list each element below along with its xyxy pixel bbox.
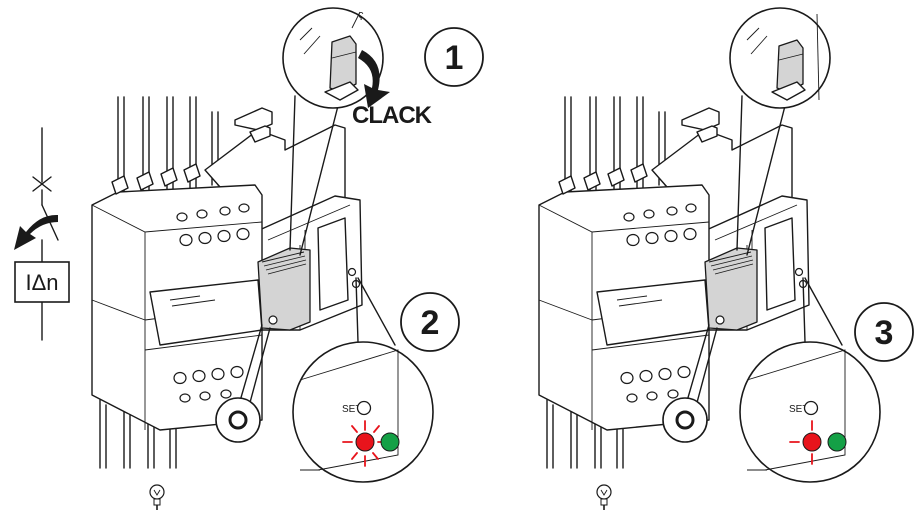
ring-indicator-callout xyxy=(215,324,271,443)
red-led-on xyxy=(789,420,822,465)
svg-text:ʕ: ʕ xyxy=(358,11,364,23)
set-label: SET xyxy=(789,404,808,415)
ring-indicator-icon xyxy=(675,410,695,430)
led-detail: SET xyxy=(292,277,434,483)
lightbulb-icon xyxy=(596,484,612,510)
press-arrow-icon xyxy=(358,50,390,108)
ring-indicator-icon xyxy=(228,410,248,430)
rcd-symbol: IΔn xyxy=(14,127,70,341)
lightbulb-icon xyxy=(149,484,165,510)
svg-text:1: 1 xyxy=(445,39,464,77)
panel-step-2: IΔn ʕ CLACK 1 xyxy=(14,7,484,510)
step-badge-2: 2 xyxy=(400,292,460,352)
green-led xyxy=(380,432,400,452)
idn-label: IΔn xyxy=(25,270,58,295)
detail-lever-locked xyxy=(729,7,831,256)
idn-box xyxy=(14,261,70,303)
red-led-blinking xyxy=(342,420,383,467)
set-led xyxy=(803,400,819,416)
clack-text: CLACK xyxy=(352,102,433,129)
ring-indicator-callout-2 xyxy=(662,324,718,443)
set-label: SET xyxy=(342,404,361,415)
green-led xyxy=(827,432,847,452)
step-badge-3: 3 xyxy=(854,302,914,362)
panel-step-3: SET xyxy=(538,7,914,510)
svg-text:3: 3 xyxy=(875,314,894,352)
led-detail-2: SET xyxy=(739,277,881,483)
svg-text:2: 2 xyxy=(421,304,440,342)
set-led xyxy=(356,400,372,416)
step-badge-1: 1 xyxy=(424,27,484,87)
rotate-arrow-icon xyxy=(14,214,58,250)
detail-clack: ʕ xyxy=(282,7,390,256)
